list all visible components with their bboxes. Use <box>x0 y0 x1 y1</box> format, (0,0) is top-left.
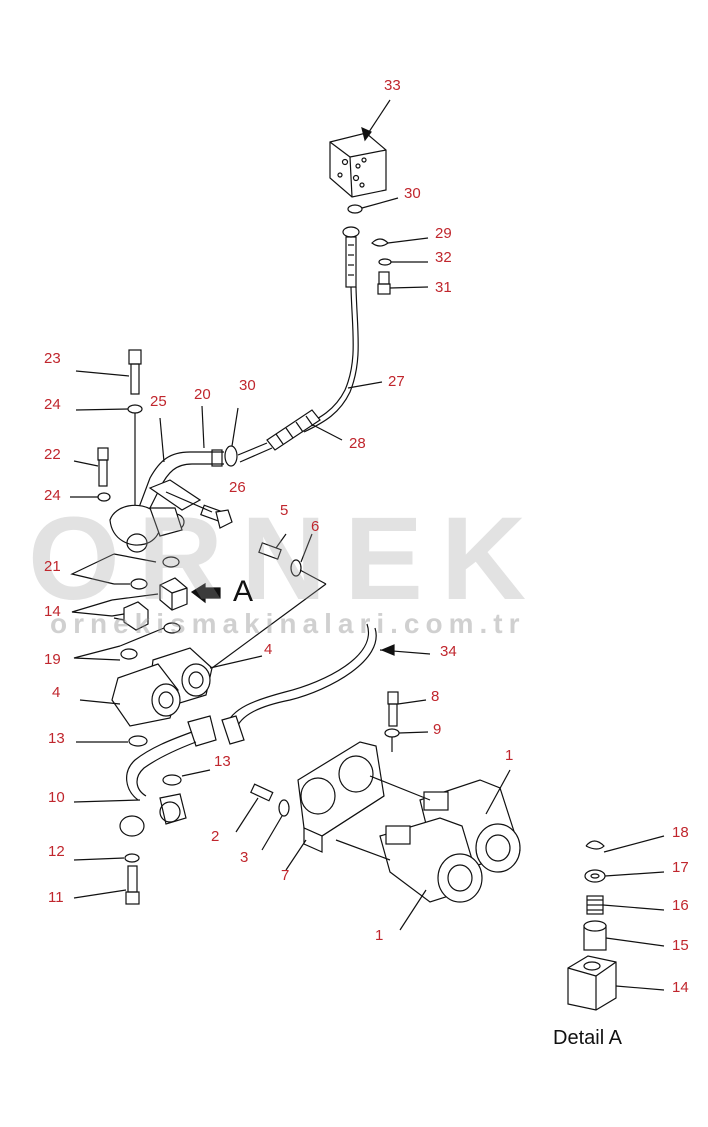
detail-caption: Detail A <box>553 1027 622 1049</box>
callout-2: 2 <box>211 828 220 845</box>
callout-30b: 30 <box>239 377 256 394</box>
callout-21: 21 <box>44 558 61 575</box>
callout-17: 17 <box>672 859 689 876</box>
callout-24: 24 <box>44 396 61 413</box>
callout-33: 33 <box>384 77 401 94</box>
callout-4: 4 <box>264 641 273 658</box>
callout-8: 8 <box>431 688 440 705</box>
callout-1: 1 <box>505 747 514 764</box>
callout-23: 23 <box>44 350 61 367</box>
callout-9: 9 <box>433 721 442 738</box>
callout-12: 12 <box>48 843 65 860</box>
gear-pump-4 <box>111 647 213 727</box>
callout-7: 7 <box>281 867 290 884</box>
callout-28: 28 <box>349 435 366 452</box>
callout-34: 34 <box>440 643 457 660</box>
callout-24b: 24 <box>44 487 61 504</box>
callout-29: 29 <box>435 225 452 242</box>
callout-15: 15 <box>672 937 689 954</box>
callout-16: 16 <box>672 897 689 914</box>
callout-14: 14 <box>44 603 61 620</box>
callout-18: 18 <box>672 824 689 841</box>
mounting-plate-7 <box>297 741 385 853</box>
view-marker: A <box>233 575 254 608</box>
callout-13: 13 <box>48 730 65 747</box>
callout-25: 25 <box>150 393 167 410</box>
callout-14b: 14 <box>672 979 689 996</box>
valve-block-33 <box>329 132 387 198</box>
callout-22: 22 <box>44 446 61 463</box>
callout-26: 26 <box>229 479 246 496</box>
callout-6: 6 <box>311 518 320 535</box>
callout-31: 31 <box>435 279 452 296</box>
callout-11: 11 <box>48 889 64 906</box>
callout-20: 20 <box>194 386 211 403</box>
callout-5: 5 <box>280 502 289 519</box>
callout-32: 32 <box>435 249 452 266</box>
callout-19: 19 <box>44 651 61 668</box>
electric-motor-1 <box>379 779 521 903</box>
callout-4b: 4 <box>52 684 61 701</box>
callout-30: 30 <box>404 185 421 202</box>
callout-3: 3 <box>240 849 249 866</box>
callout-1b: 1 <box>375 927 384 944</box>
callout-13b: 13 <box>214 753 231 770</box>
callout-27: 27 <box>388 373 405 390</box>
callout-10: 10 <box>48 789 65 806</box>
